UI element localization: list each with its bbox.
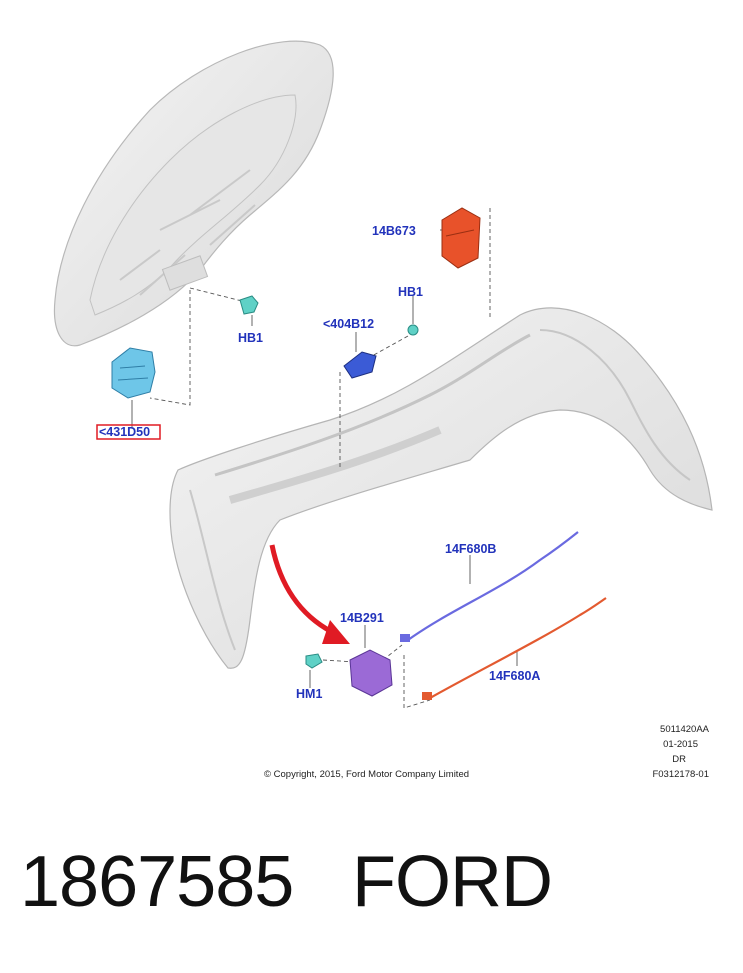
hb1-fastener-left — [239, 295, 259, 315]
label-switch[interactable]: <404B12 — [323, 317, 374, 331]
hm1-fastener — [305, 653, 323, 669]
release-switch — [343, 351, 377, 379]
part-number: 1867585 — [20, 842, 294, 922]
red-direction-arrow — [269, 544, 350, 644]
rear-bumper-cover — [169, 307, 713, 669]
meta-line-4: F0312178-01 — [652, 769, 709, 780]
label-hb1-right[interactable]: HB1 — [398, 285, 423, 299]
cable-14f680a — [422, 597, 607, 700]
module-14b291 — [349, 649, 393, 697]
hb1-fastener-right — [407, 324, 419, 336]
cable-14f680b — [400, 531, 579, 642]
liftgate-latch — [111, 347, 156, 399]
label-hb1-left[interactable]: HB1 — [238, 331, 263, 345]
brand-name: FORD — [352, 842, 553, 922]
label-cable-a[interactable]: 14F680A — [489, 669, 540, 683]
meta-line-3: DR — [672, 754, 686, 765]
label-module-bottom[interactable]: 14B291 — [340, 611, 384, 625]
leader-lines — [131, 208, 518, 709]
label-module-top[interactable]: 14B673 — [372, 224, 416, 238]
copyright-text: © Copyright, 2015, Ford Motor Company Li… — [264, 769, 469, 780]
label-latch[interactable]: <431D50 — [99, 425, 150, 439]
liftgate-panel — [53, 40, 334, 347]
module-14b673 — [441, 207, 481, 269]
label-hm1[interactable]: HM1 — [296, 687, 322, 701]
label-cable-b[interactable]: 14F680B — [445, 542, 496, 556]
latch-label-highlight — [96, 424, 161, 440]
meta-line-1: 5011420AA — [660, 724, 710, 735]
meta-line-2: 01-2015 — [663, 739, 698, 750]
